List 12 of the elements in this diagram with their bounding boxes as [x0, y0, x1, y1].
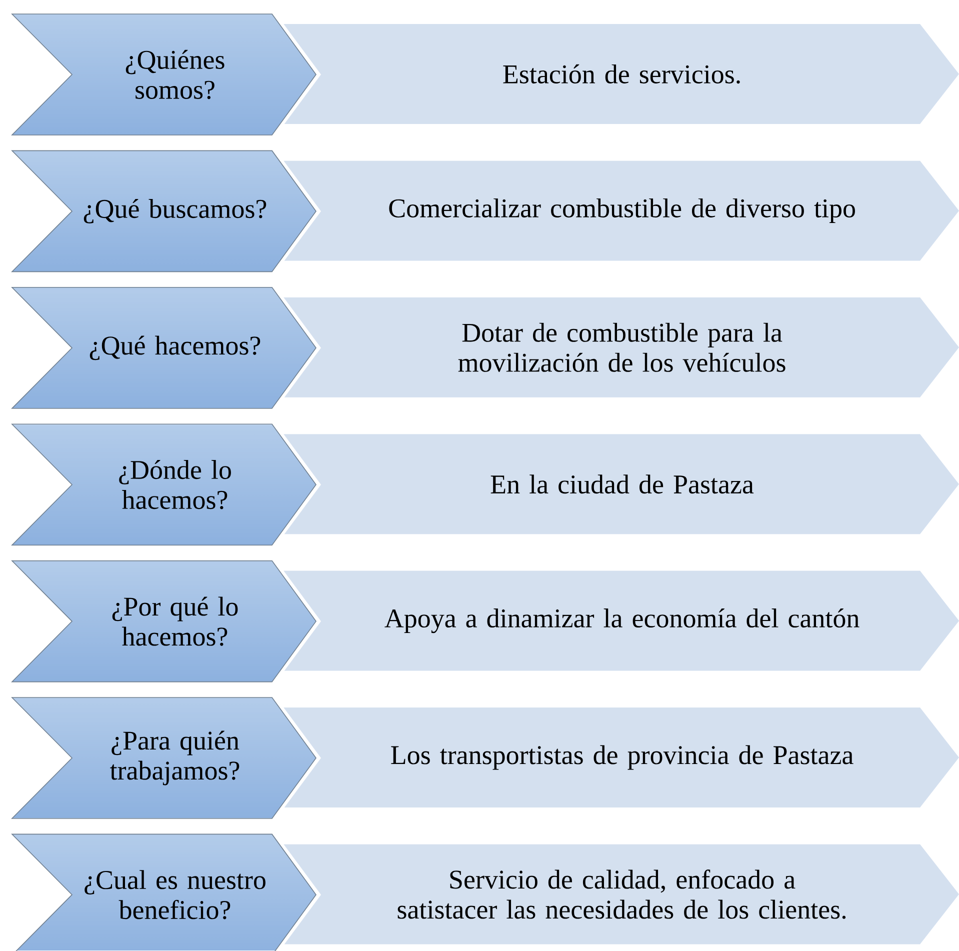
chevron-box: ¿Por qué lo hacemos?: [11, 560, 316, 682]
chevron-box: ¿Quiénes somos?: [11, 14, 316, 136]
chevron-box: ¿Cual es nuestro beneficio?: [11, 834, 316, 951]
chevron-box: ¿Qué buscamos?: [11, 150, 316, 272]
answer-band: Apoya a dinamizar la economía del cantón: [262, 558, 959, 685]
answer-band: Dotar de combustible para la movilización de los vehículos: [262, 284, 959, 412]
answer-band: Los transportistas de provincia de Pastaza: [262, 694, 959, 822]
answer-band: Estación de servicios.: [262, 11, 959, 138]
chevron-box: ¿Qué hacemos?: [11, 287, 316, 409]
chevron-box: ¿Para quién trabajamos?: [11, 697, 316, 819]
chevron-box: ¿Dónde lo hacemos?: [11, 424, 316, 546]
answer-band: En la ciudad de Pastaza: [262, 421, 959, 548]
